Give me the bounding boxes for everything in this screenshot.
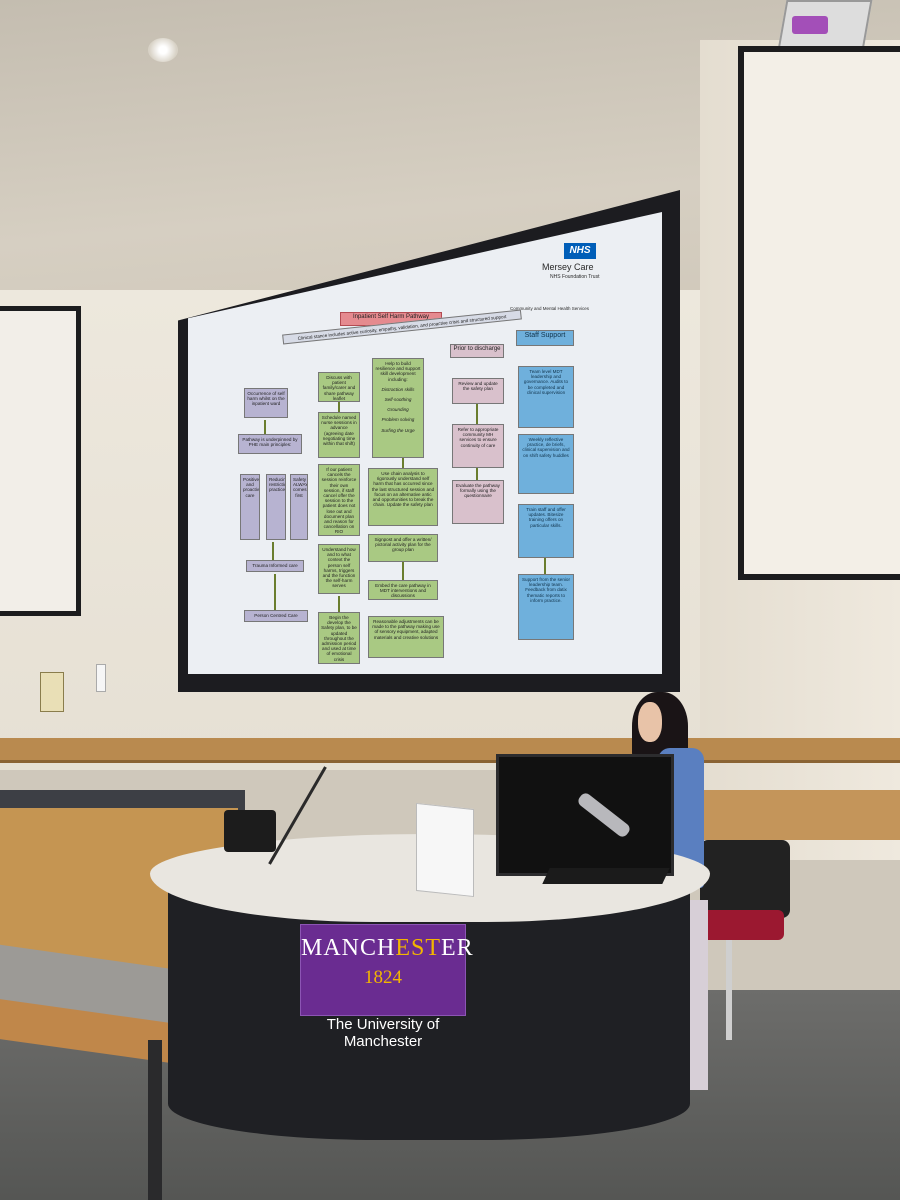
chair-back bbox=[700, 840, 790, 918]
university-name: The University of Manchester bbox=[326, 1016, 440, 1050]
org-tagline: Community and Mental Health Services bbox=[510, 306, 590, 311]
wall-rail bbox=[0, 738, 900, 760]
right-whiteboard bbox=[738, 46, 900, 580]
nhs-logo: NHS bbox=[564, 243, 596, 259]
wall-notice bbox=[40, 672, 64, 712]
document-holder bbox=[416, 802, 474, 898]
evaluate-pathway-box: Evaluate the pathway formally using the … bbox=[452, 480, 504, 524]
resilience-intro: Help to build resilience and support ski… bbox=[375, 361, 421, 382]
phe-principles-box: Pathway is underpinned by PHE main princ… bbox=[238, 434, 302, 454]
staff-support-item: Support from the senior leadership team.… bbox=[518, 574, 574, 640]
logo-wordmark: MANCHESTER bbox=[301, 935, 474, 961]
right-wall-panel bbox=[700, 790, 900, 840]
keyboard bbox=[542, 868, 670, 884]
principle-positive-care: Positive and proactive care bbox=[240, 474, 260, 540]
flow-arrow bbox=[402, 562, 404, 580]
skill-item: Self-soothing bbox=[384, 397, 412, 403]
university-logo: MANCHESTER 1824 bbox=[300, 924, 474, 1016]
flow-arrow bbox=[402, 458, 404, 468]
left-whiteboard bbox=[0, 306, 81, 616]
flow-arrow bbox=[338, 402, 340, 412]
person-centred-box: Person Centred Care bbox=[244, 610, 308, 622]
flow-arrow bbox=[264, 420, 266, 434]
flow-arrow bbox=[476, 468, 478, 480]
lectern-monitor bbox=[496, 754, 674, 876]
skill-item: Grounding bbox=[387, 407, 409, 413]
av-console bbox=[224, 810, 276, 852]
flow-arrow bbox=[338, 596, 340, 612]
flow-arrow bbox=[274, 574, 276, 610]
presenter-legs bbox=[686, 900, 708, 1090]
principle-safety-first: Safety ALWAYS comes first bbox=[290, 474, 308, 540]
presenter-face bbox=[638, 702, 662, 742]
flow-arrow bbox=[544, 558, 546, 574]
projected-slide: NHS Mersey Care NHS Foundation Trust Com… bbox=[188, 212, 662, 674]
chair-leg bbox=[726, 940, 732, 1040]
logo-year: 1824 bbox=[364, 967, 402, 988]
chair-seat bbox=[698, 910, 784, 940]
review-safety-plan-box: Review and update the safety plan bbox=[452, 378, 504, 404]
org-name: Mersey Care bbox=[542, 262, 594, 272]
staff-support-header: Staff Support bbox=[516, 330, 574, 346]
skill-item: Distraction skills bbox=[381, 386, 415, 392]
occurrence-box: Occurrence of self harm whilst on the in… bbox=[244, 388, 288, 418]
flow-arrow bbox=[476, 404, 478, 424]
staff-support-item: Weekly reflective practice, de briefs, c… bbox=[518, 434, 574, 494]
prior-to-discharge-header: Prior to discharge bbox=[450, 344, 504, 358]
trauma-informed-box: Trauma Informed care bbox=[246, 560, 304, 572]
cancellation-box: If our patient cancels the session reinf… bbox=[318, 464, 360, 536]
table-leg bbox=[148, 1040, 162, 1200]
chain-analysis-box: Use chain analysis to rigorously underst… bbox=[368, 468, 438, 526]
staff-support-item: Train staff and offer updates. Bitesize … bbox=[518, 504, 574, 558]
wall-switch bbox=[96, 664, 106, 692]
reasonable-adjustments-box: Reasonable adjustments can be made to th… bbox=[368, 616, 444, 658]
projector-indicator bbox=[792, 16, 828, 34]
ceiling-light bbox=[148, 38, 178, 62]
build-resilience-box: Help to build resilience and support ski… bbox=[372, 358, 424, 458]
discuss-with-patient-box: Discuss with patient family/carer and sh… bbox=[318, 372, 360, 402]
skill-item: Problem solving bbox=[381, 417, 415, 423]
staff-support-item: Team level MDT leadership and governance… bbox=[518, 366, 574, 428]
refer-community-box: Refer to appropriate community MH servic… bbox=[452, 424, 504, 468]
schedule-sessions-box: Schedule named nurse sessions in advance… bbox=[318, 412, 360, 458]
safety-plan-box: Begin the develop the Safety plan, to be… bbox=[318, 612, 360, 664]
principle-reducing-restrictive: Reducing restrictive practice bbox=[266, 474, 286, 540]
skill-item: Surfing the Urge bbox=[381, 427, 415, 433]
flow-arrow bbox=[272, 542, 274, 560]
understand-self-harm-box: Understand how and to what context the p… bbox=[318, 544, 360, 594]
signpost-box: Signpost and offer a written/ pictorial … bbox=[368, 534, 438, 562]
org-subtitle: NHS Foundation Trust bbox=[550, 274, 600, 280]
embed-pathway-box: Embed the care pathway in MDT interventi… bbox=[368, 580, 438, 600]
